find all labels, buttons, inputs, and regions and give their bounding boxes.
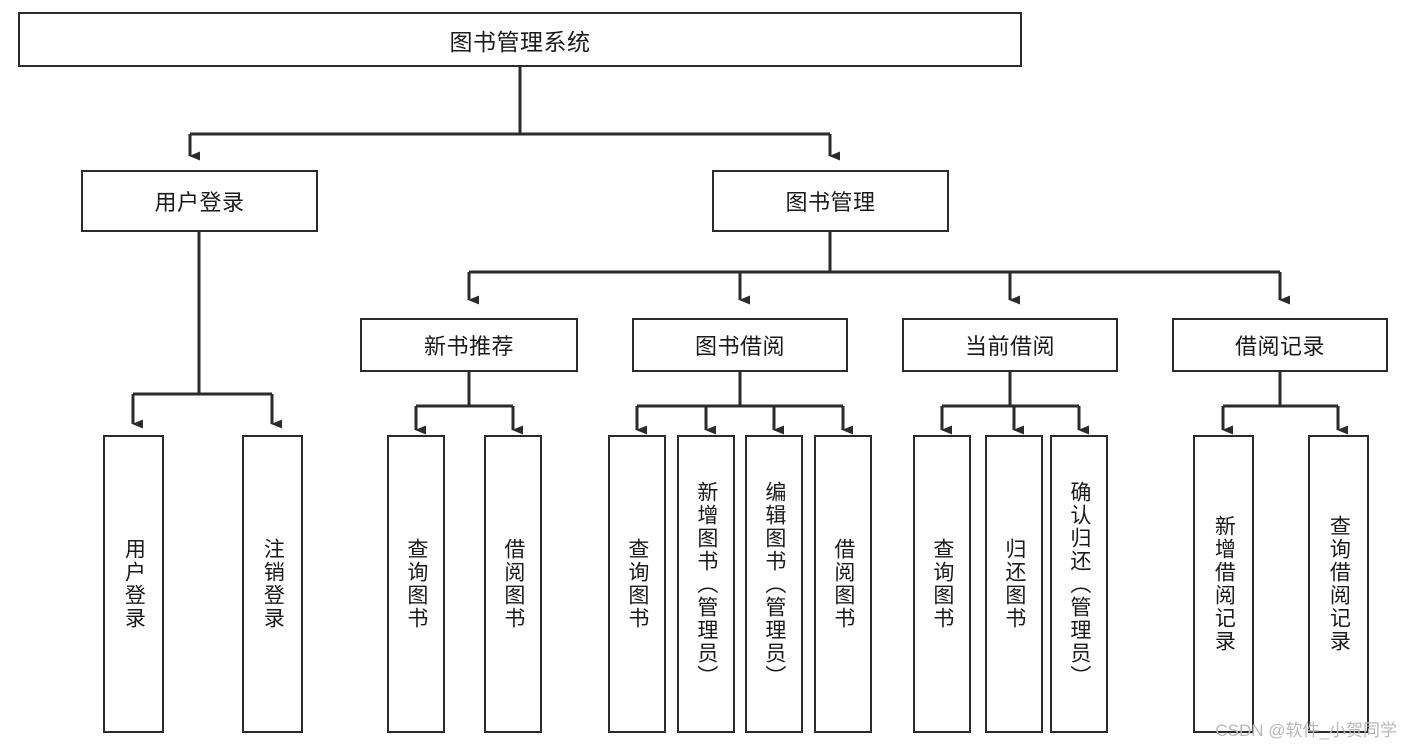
node-user-login[interactable]: 用户登录	[81, 170, 318, 232]
leaf-label: 新增图书（管理员）	[694, 480, 718, 688]
leaf-label: 新增借阅记录	[1212, 515, 1236, 653]
leaf-label: 用户登录	[122, 538, 146, 630]
node-book-borrow[interactable]: 图书借阅	[632, 318, 848, 372]
node-leaf-add-record[interactable]: 新增借阅记录	[1193, 435, 1254, 733]
node-leaf-borrow-book-1[interactable]: 借阅图书	[484, 435, 542, 733]
leaf-label: 注销登录	[261, 538, 285, 630]
leaf-label: 归还图书	[1002, 538, 1026, 630]
node-leaf-query-book-1[interactable]: 查询图书	[387, 435, 445, 733]
node-leaf-query-book-2[interactable]: 查询图书	[608, 435, 666, 733]
node-leaf-query-book-3[interactable]: 查询图书	[913, 435, 971, 733]
leaf-label: 查询借阅记录	[1327, 515, 1351, 653]
leaf-label: 查询图书	[625, 538, 649, 630]
node-book-management[interactable]: 图书管理	[712, 170, 949, 232]
node-leaf-query-record[interactable]: 查询借阅记录	[1308, 435, 1369, 733]
leaf-label: 确认归还（管理员）	[1067, 480, 1091, 688]
node-new-book-recommend[interactable]: 新书推荐	[360, 318, 578, 372]
node-borrow-record[interactable]: 借阅记录	[1172, 318, 1388, 372]
node-root-system[interactable]: 图书管理系统	[18, 12, 1022, 67]
node-leaf-return-book[interactable]: 归还图书	[985, 435, 1043, 733]
node-leaf-user-login[interactable]: 用户登录	[103, 435, 164, 733]
node-leaf-borrow-book-2[interactable]: 借阅图书	[814, 435, 872, 733]
leaf-label: 查询图书	[930, 538, 954, 630]
leaf-label: 借阅图书	[831, 538, 855, 630]
node-leaf-confirm-return[interactable]: 确认归还（管理员）	[1050, 435, 1108, 733]
leaf-label: 编辑图书（管理员）	[762, 480, 786, 688]
leaf-label: 查询图书	[404, 538, 428, 630]
csdn-watermark: CSDN @软件_小贺同学	[1215, 721, 1397, 740]
node-leaf-add-book[interactable]: 新增图书（管理员）	[677, 435, 735, 733]
node-leaf-edit-book[interactable]: 编辑图书（管理员）	[745, 435, 803, 733]
leaf-label: 借阅图书	[501, 538, 525, 630]
node-leaf-logout-login[interactable]: 注销登录	[242, 435, 303, 733]
node-current-borrow[interactable]: 当前借阅	[902, 318, 1118, 372]
